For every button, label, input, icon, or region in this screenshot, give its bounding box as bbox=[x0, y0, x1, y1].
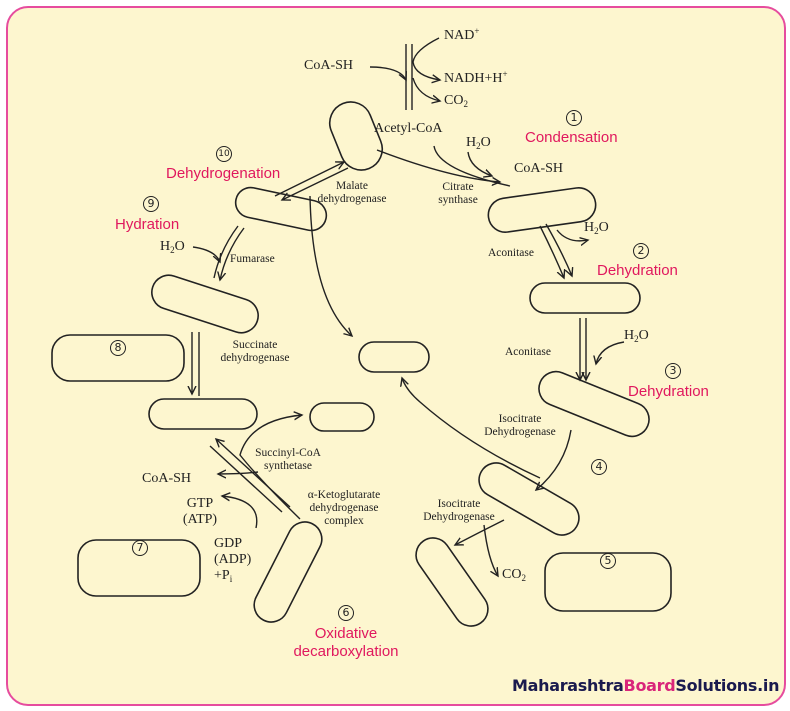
step-6-number: 6 bbox=[338, 605, 354, 621]
step-3-label: Dehydration bbox=[628, 383, 709, 400]
step-10-number: 10 bbox=[216, 146, 232, 162]
blank-box-center bbox=[358, 341, 430, 373]
step-1-number: 1 bbox=[566, 110, 582, 126]
watermark-logo: MaharashtraBoardSolutions.in bbox=[512, 676, 780, 695]
step-10-label: Dehydrogenation bbox=[166, 165, 281, 182]
blank-box-acetyl bbox=[328, 101, 384, 171]
blank-box-8 bbox=[51, 334, 185, 382]
co2-bottom-label: CO2 bbox=[502, 567, 526, 583]
step-9-label: Hydration bbox=[115, 216, 180, 233]
h2o-1-label: H2O bbox=[466, 135, 491, 151]
fumarase-label: Fumarase bbox=[230, 253, 275, 265]
coash-top-label: CoA-SH bbox=[304, 58, 354, 73]
step-5-number: 5 bbox=[600, 553, 616, 569]
coash-7-label: CoA-SH bbox=[142, 471, 192, 486]
blank-box-succinyl bbox=[253, 521, 323, 623]
nad-label: NAD+ bbox=[444, 26, 480, 43]
nadh-label: NADH+H+ bbox=[444, 69, 508, 86]
h2o-2-label: H2O bbox=[584, 220, 609, 236]
step-8-number: 8 bbox=[110, 340, 126, 356]
gtp-label: GTP(ATP) bbox=[182, 496, 218, 528]
blank-box-succinate bbox=[148, 398, 258, 430]
h2o-3-label: H2O bbox=[624, 328, 649, 344]
blank-box-akg bbox=[415, 537, 489, 627]
blank-box-aconitate bbox=[529, 282, 641, 314]
step-2-label: Dehydration bbox=[597, 262, 678, 279]
step-9-number: 9 bbox=[143, 196, 159, 212]
aconitase-1-label: Aconitase bbox=[488, 247, 534, 259]
step-1-label: Condensation bbox=[525, 129, 618, 146]
aconitase-2-label: Aconitase bbox=[505, 346, 551, 358]
gdp-label: GDP(ADP)+Pi bbox=[214, 536, 252, 585]
h2o-9-label: H2O bbox=[160, 239, 185, 255]
step-2-number: 2 bbox=[633, 243, 649, 259]
coash-1-label: CoA-SH bbox=[514, 161, 564, 176]
step-3-number: 3 bbox=[665, 363, 681, 379]
co2-top-label: CO2 bbox=[444, 93, 468, 109]
blank-box-citrate bbox=[487, 187, 597, 233]
step-4-number: 4 bbox=[591, 459, 607, 475]
acetyl-coa-label: Acetyl-CoA bbox=[374, 121, 443, 136]
step-7-number: 7 bbox=[132, 540, 148, 556]
blank-box-isocitrate bbox=[538, 370, 650, 438]
blank-box-small bbox=[309, 402, 375, 432]
blank-box-fumarate bbox=[151, 274, 259, 334]
